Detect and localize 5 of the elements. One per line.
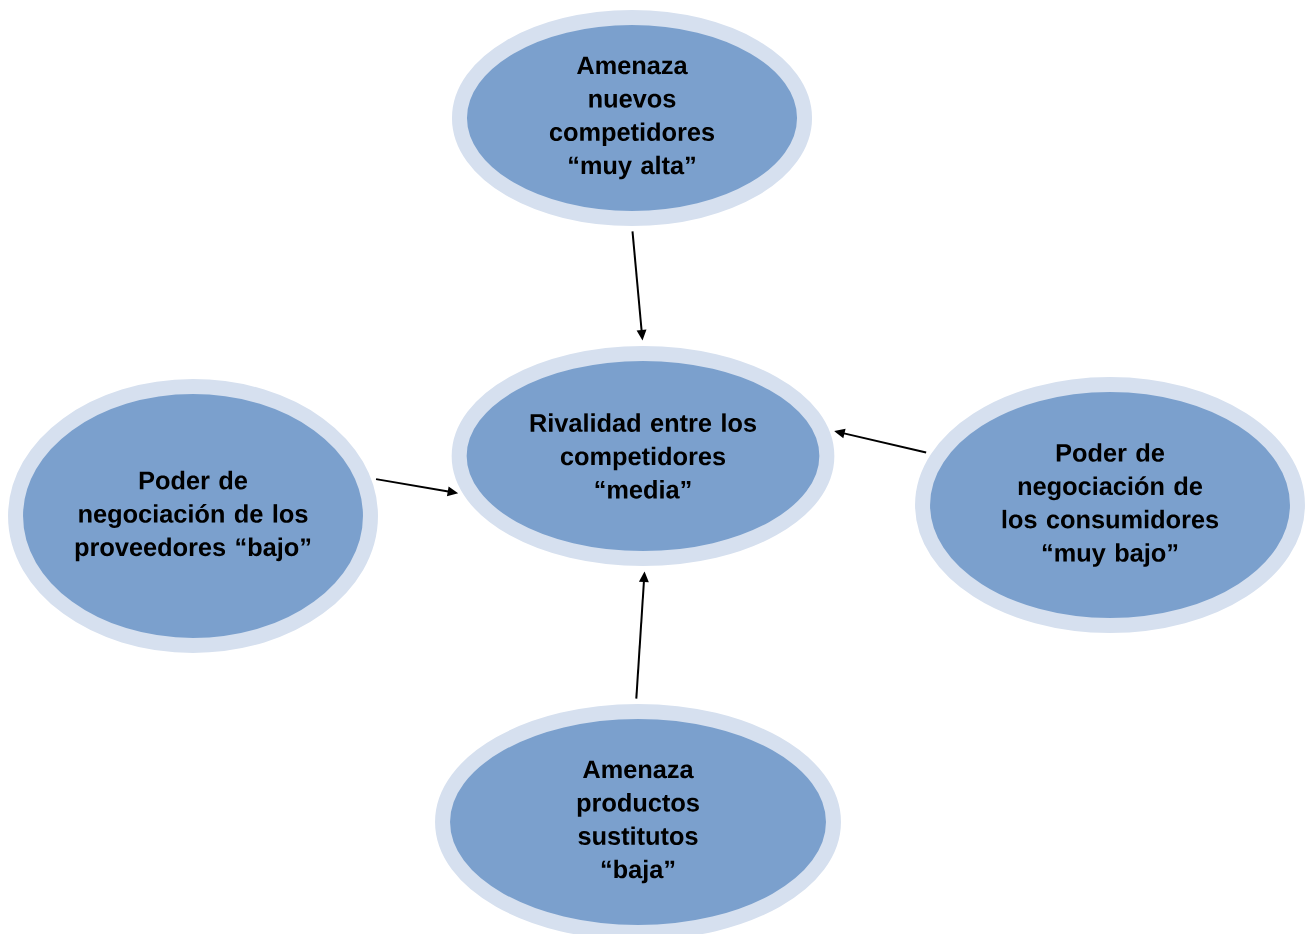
ellipse-node: Rivalidad entre los competidores “media”: [451, 345, 835, 567]
ellipse-node: Amenaza productos sustitutos “baja”: [435, 703, 841, 934]
ellipse-node: Poder de negociación de los consumidores “muy bajo”: [915, 376, 1305, 634]
ellipse-node: Poder de negociación de los proveedores “bajo”: [8, 379, 378, 653]
ellipse-node: Amenaza nuevos competidores “muy alta”: [452, 9, 813, 227]
